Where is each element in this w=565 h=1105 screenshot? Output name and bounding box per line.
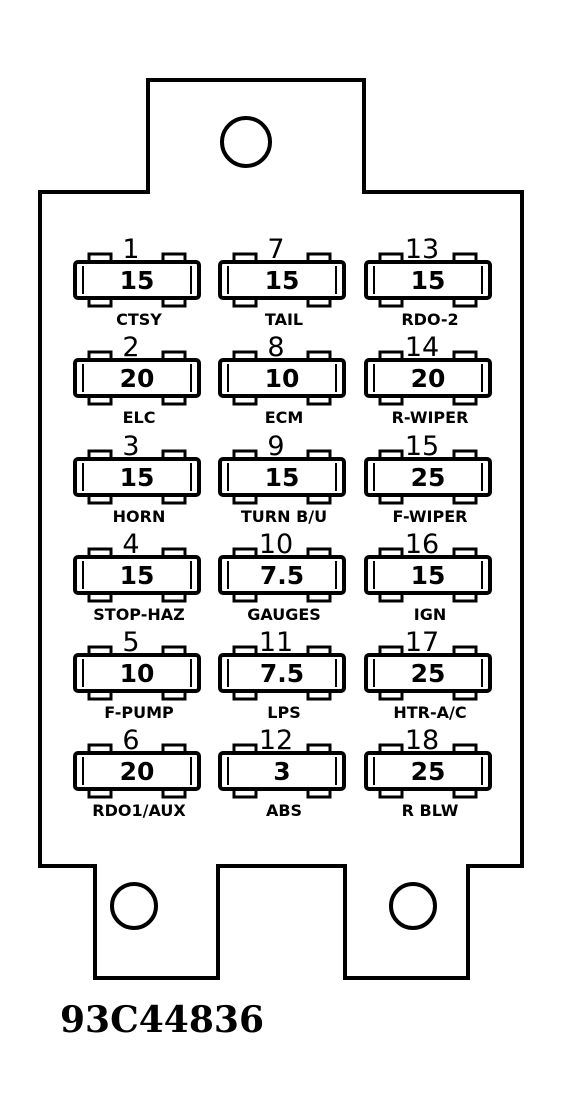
fuse-number: 7 <box>267 234 284 265</box>
fuse-number: 11 <box>259 627 293 658</box>
fuse-amperage: 10 <box>120 659 155 688</box>
bottom-left-mounting-hole <box>110 882 158 930</box>
fuse-amperage: 20 <box>120 757 155 786</box>
fuse-number: 16 <box>405 529 439 560</box>
fuse-body <box>73 457 201 497</box>
fuse-amperage: 20 <box>411 364 446 393</box>
fuse-circuit-label: STOP-HAZ <box>93 605 185 624</box>
fuse-amperage: 25 <box>411 757 446 786</box>
fuse-amperage: 7.5 <box>260 561 304 590</box>
fuse-circuit-label: ELC <box>123 408 156 427</box>
fuse-panel-outline <box>38 78 524 980</box>
top-mounting-hole <box>220 116 272 168</box>
fuse-body <box>73 751 201 791</box>
fuse-number: 13 <box>405 234 439 265</box>
figure-code: 93C44836 <box>60 999 264 1041</box>
fuse-circuit-label: RDO1/AUX <box>92 801 186 820</box>
fuse-number: 4 <box>122 529 139 560</box>
fuse-circuit-label: F-PUMP <box>104 703 174 722</box>
fuse-number: 2 <box>122 332 139 363</box>
fuse-number: 5 <box>122 627 139 658</box>
fuse-body <box>218 358 346 398</box>
fuse-body <box>364 653 492 693</box>
fuse-body <box>73 653 201 693</box>
fuse-body <box>364 751 492 791</box>
fuse-circuit-label: F-WIPER <box>393 507 468 526</box>
fuse-body <box>218 751 346 791</box>
fuse-amperage: 25 <box>411 463 446 492</box>
fuse-amperage: 15 <box>411 561 446 590</box>
fuse-amperage: 15 <box>120 561 155 590</box>
fuse-amperage: 15 <box>411 266 446 295</box>
fuse-amperage: 3 <box>273 757 290 786</box>
fuse-body <box>218 260 346 300</box>
fuse-body <box>364 555 492 595</box>
fuse-body <box>73 555 201 595</box>
fuse-number: 15 <box>405 431 439 462</box>
fuse-number: 10 <box>259 529 293 560</box>
fuse-number: 8 <box>267 332 284 363</box>
fuse-number: 1 <box>122 234 139 265</box>
fuse-number: 6 <box>122 725 139 756</box>
fuse-body <box>73 358 201 398</box>
fuse-body <box>218 653 346 693</box>
fuse-circuit-label: TURN B/U <box>241 507 327 526</box>
fuse-amperage: 25 <box>411 659 446 688</box>
fuse-body <box>218 555 346 595</box>
fuse-circuit-label: IGN <box>414 605 446 624</box>
fuse-body <box>364 260 492 300</box>
fuse-number: 12 <box>259 725 293 756</box>
fuse-circuit-label: R BLW <box>402 801 459 820</box>
fuse-body <box>73 260 201 300</box>
bottom-right-mounting-hole <box>389 882 437 930</box>
fuse-amperage: 15 <box>265 463 300 492</box>
fuse-circuit-label: HTR-A/C <box>393 703 466 722</box>
fuse-amperage: 15 <box>265 266 300 295</box>
fuse-circuit-label: ECM <box>265 408 304 427</box>
fuse-number: 14 <box>405 332 439 363</box>
fuse-circuit-label: RDO-2 <box>401 310 458 329</box>
fuse-number: 9 <box>267 431 284 462</box>
fuse-body <box>218 457 346 497</box>
fuse-number: 17 <box>405 627 439 658</box>
fuse-amperage: 20 <box>120 364 155 393</box>
fuse-body <box>364 457 492 497</box>
fuse-amperage: 10 <box>265 364 300 393</box>
fuse-circuit-label: HORN <box>113 507 166 526</box>
fuse-number: 18 <box>405 725 439 756</box>
fuse-amperage: 7.5 <box>260 659 304 688</box>
fuse-number: 3 <box>122 431 139 462</box>
fuse-circuit-label: LPS <box>267 703 300 722</box>
fuse-circuit-label: GAUGES <box>247 605 321 624</box>
fuse-circuit-label: R-WIPER <box>392 408 469 427</box>
fuse-body <box>364 358 492 398</box>
fuses-group: 115CTSY220ELC315HORN415STOP-HAZ510F-PUMP… <box>73 234 492 820</box>
fuse-amperage: 15 <box>120 463 155 492</box>
fuse-circuit-label: CTSY <box>116 310 162 329</box>
fuse-amperage: 15 <box>120 266 155 295</box>
fuse-circuit-label: ABS <box>266 801 302 820</box>
fuse-circuit-label: TAIL <box>265 310 303 329</box>
